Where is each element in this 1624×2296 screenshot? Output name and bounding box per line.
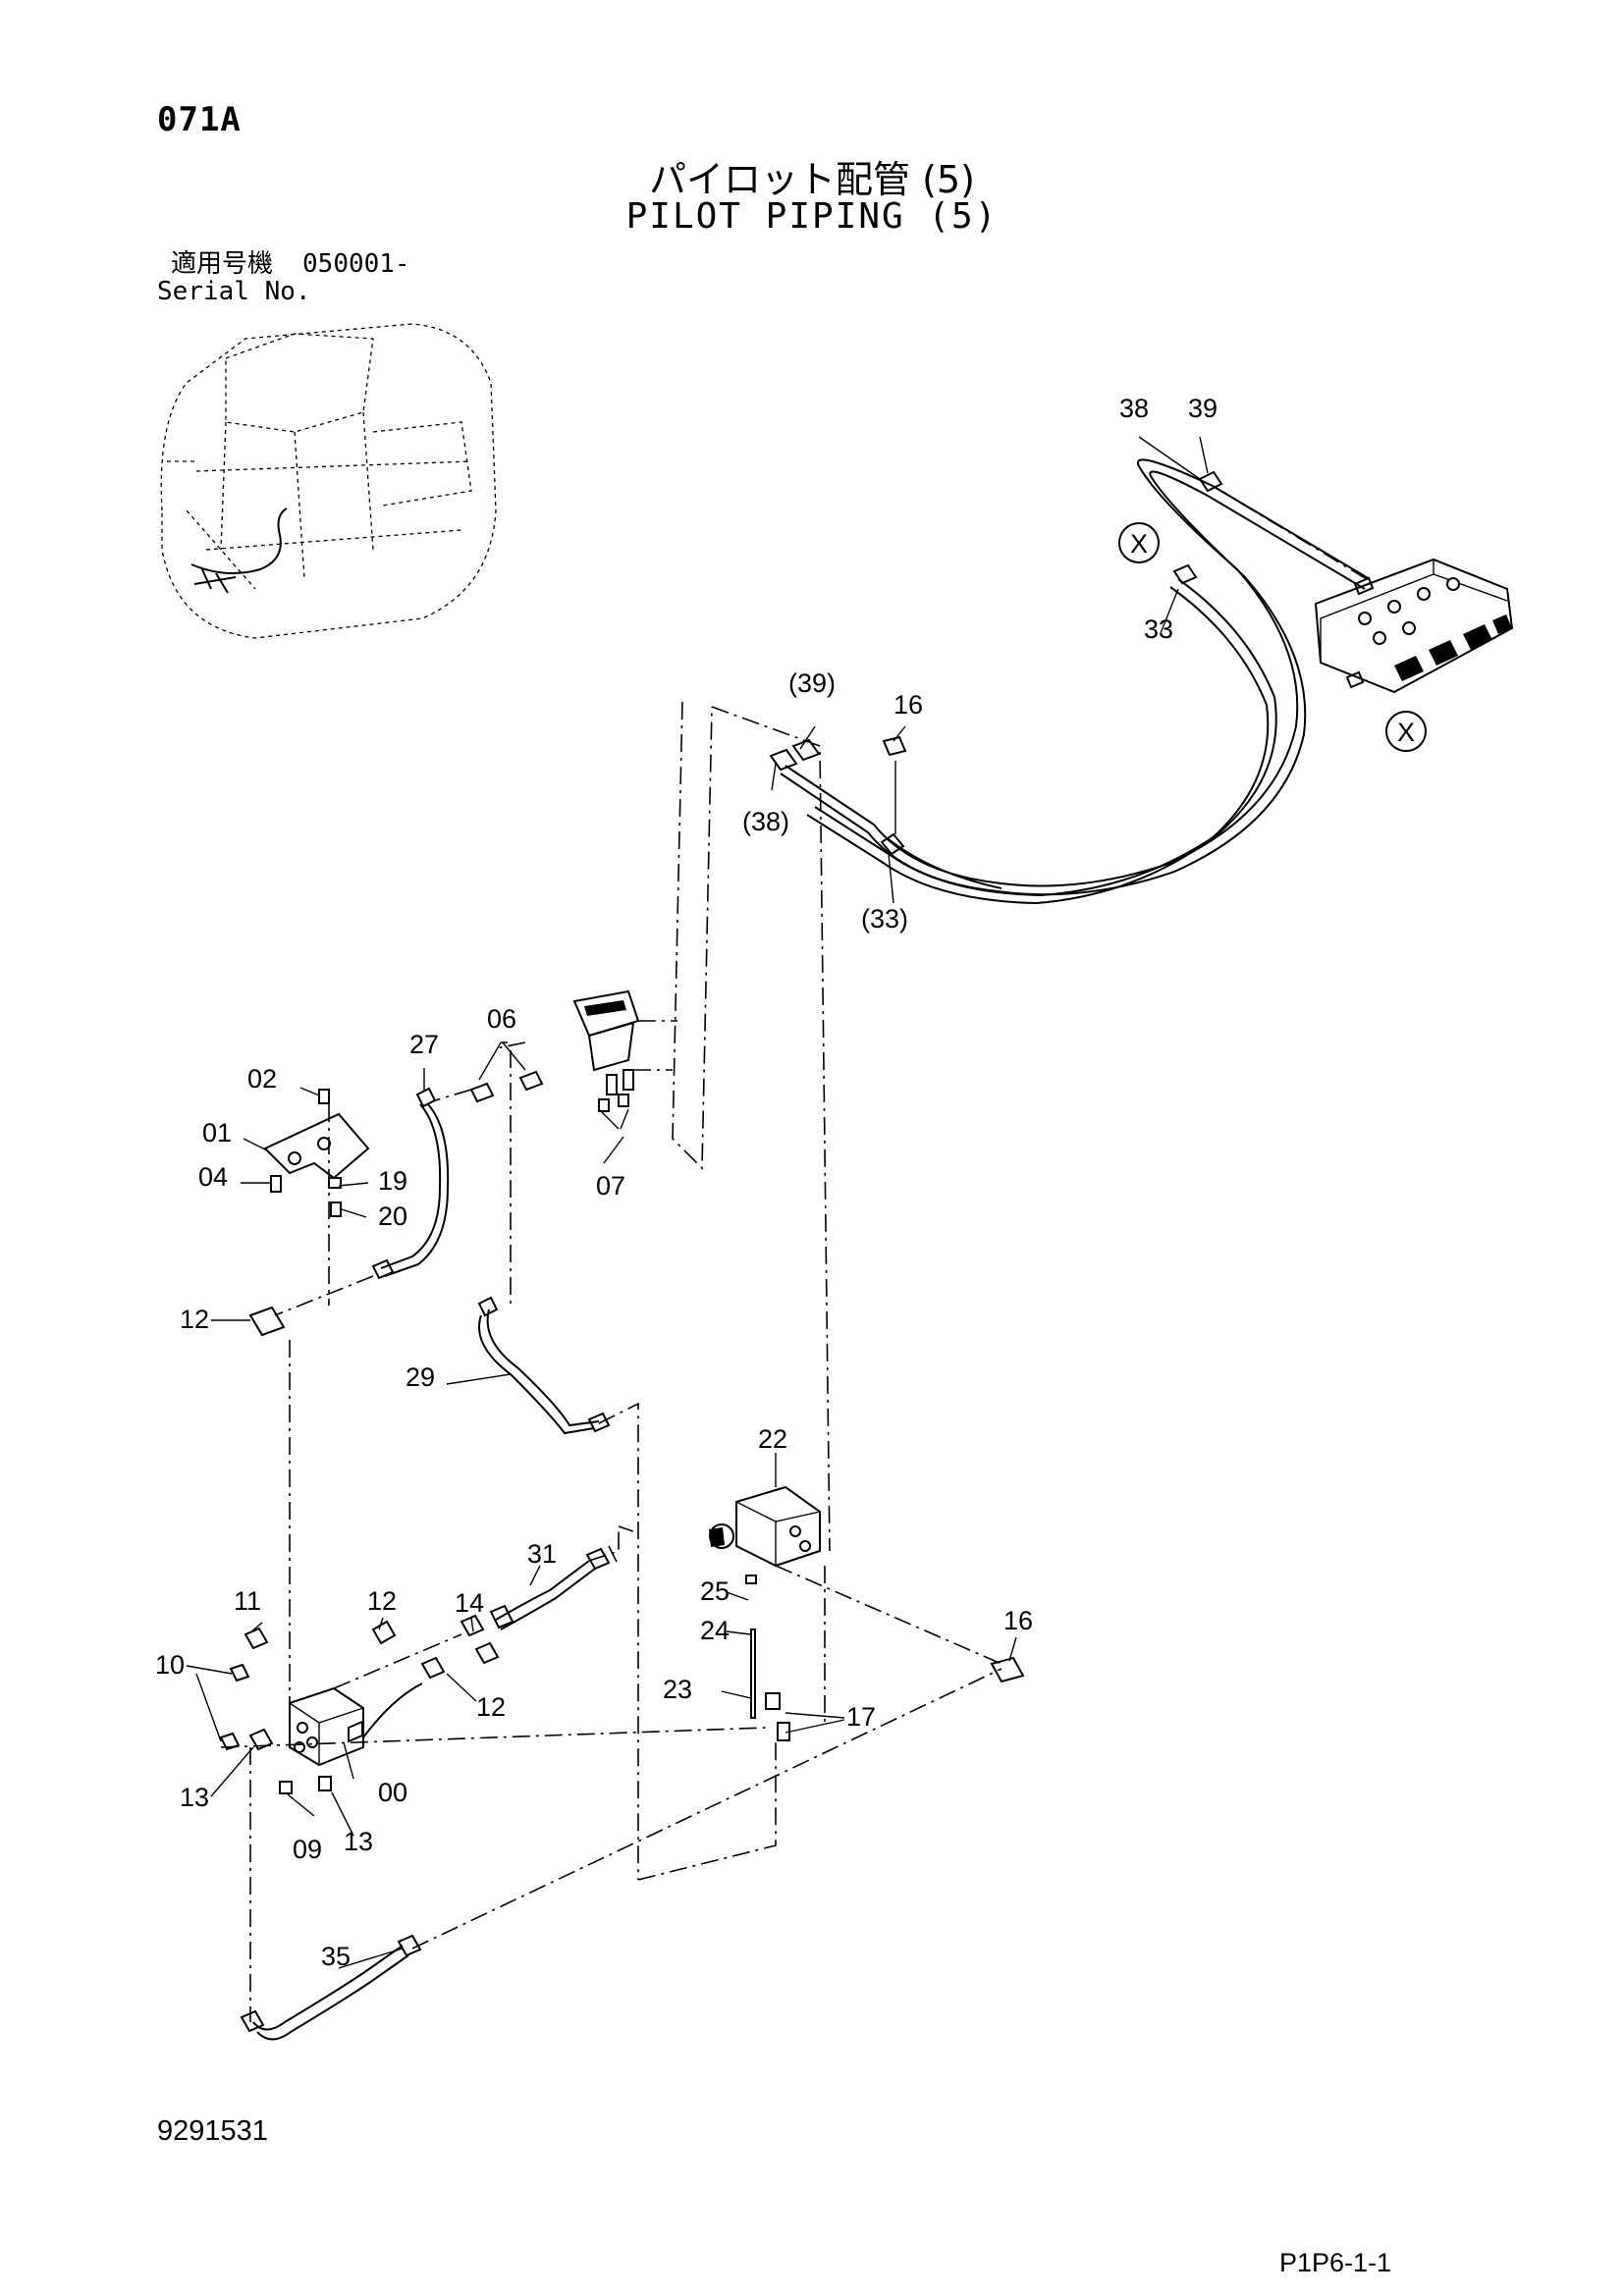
elbow-12-upper xyxy=(248,1306,286,1337)
callout-12-lower: 12 xyxy=(476,1692,506,1722)
callout-38: 38 xyxy=(1119,394,1149,423)
serial-block: 適用号機 050001- Serial No. xyxy=(157,250,410,305)
callout-01: 01 xyxy=(202,1118,232,1148)
callout-20: 20 xyxy=(378,1201,407,1231)
hose-31 xyxy=(460,1547,611,1637)
callout-13-left: 13 xyxy=(180,1783,209,1812)
machine-overview-icon xyxy=(160,323,497,639)
control-valve-assembly xyxy=(1314,558,1514,694)
callout-39-ref: (39) xyxy=(788,668,836,698)
callout-25: 25 xyxy=(700,1576,730,1606)
callout-39: 39 xyxy=(1188,394,1218,423)
callout-07: 07 xyxy=(596,1171,625,1201)
callout-33: 33 xyxy=(1144,614,1173,644)
valve-solenoid xyxy=(1394,614,1512,681)
callout-09: 09 xyxy=(293,1835,322,1864)
bracket-01 xyxy=(263,1089,370,1217)
callout-33-ref: (33) xyxy=(861,904,908,934)
block-00 xyxy=(219,1620,500,1794)
callout-35: 35 xyxy=(321,1942,351,1971)
callout-10: 10 xyxy=(155,1650,185,1680)
serial-label-en: Serial No. xyxy=(157,277,311,306)
title-english: PILOT PIPING (5) xyxy=(625,196,999,237)
callout-11: 11 xyxy=(234,1586,261,1616)
x-marker-upper xyxy=(1118,522,1160,563)
callout-17: 17 xyxy=(846,1702,876,1732)
callout-16-lower: 16 xyxy=(1003,1606,1033,1635)
callout-14: 14 xyxy=(455,1588,484,1618)
callout-22: 22 xyxy=(758,1424,787,1454)
x-marker-lower xyxy=(1385,711,1427,752)
callout-38-ref: (38) xyxy=(742,807,789,836)
title-japanese: パイロット配管 (5) xyxy=(649,158,975,201)
callout-labels: 38 39 X 33 X (39) 16 (38) (33) 06 27 02 … xyxy=(155,394,1415,1971)
routing-lines xyxy=(220,485,1368,2022)
serial-label-jp: 適用号機 xyxy=(171,249,274,279)
sheet-reference: P1P6-1-1 xyxy=(1279,2248,1392,2277)
callout-06: 06 xyxy=(487,1004,516,1034)
callout-16-upper: 16 xyxy=(893,690,923,720)
leader-lines xyxy=(186,436,1209,1969)
pilot-hose-bundle xyxy=(769,458,1371,905)
callout-13-right: 13 xyxy=(344,1827,373,1856)
callout-12-upper: 12 xyxy=(180,1305,209,1334)
callout-04: 04 xyxy=(198,1162,228,1192)
document-number: 9291531 xyxy=(157,2115,268,2147)
page-code: 071A xyxy=(157,100,242,139)
callout-23: 23 xyxy=(663,1675,692,1704)
solenoid-valve-22 xyxy=(709,1485,1025,1741)
callout-x-lower: X xyxy=(1397,718,1415,747)
callout-29: 29 xyxy=(406,1362,435,1392)
hose-29 xyxy=(477,1296,611,1435)
callout-00: 00 xyxy=(378,1778,407,1807)
hose-35 xyxy=(240,1934,422,2041)
callout-24: 24 xyxy=(700,1616,730,1645)
callout-02: 02 xyxy=(247,1064,277,1094)
callout-31: 31 xyxy=(527,1539,557,1569)
pilot-valve-06-07 xyxy=(469,989,640,1130)
callout-27: 27 xyxy=(409,1030,439,1059)
callout-12-middle: 12 xyxy=(367,1586,397,1616)
serial-value: 050001- xyxy=(302,249,410,279)
callout-19: 19 xyxy=(378,1166,407,1196)
callout-x-upper: X xyxy=(1130,529,1148,559)
